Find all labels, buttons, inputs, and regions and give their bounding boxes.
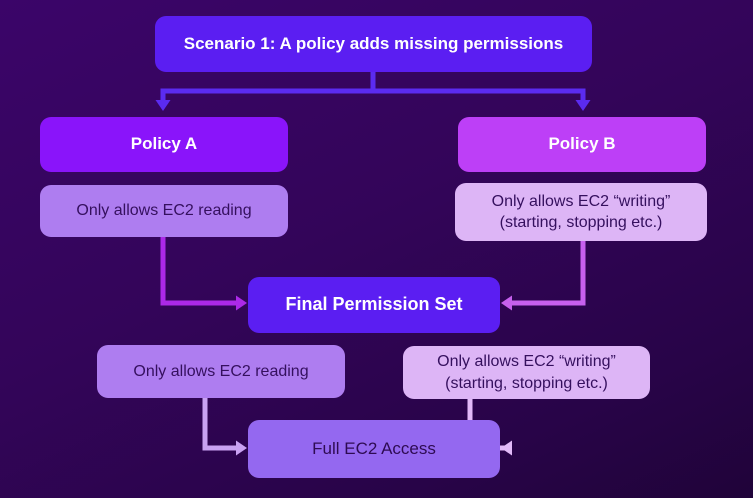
connector-reading-to-full bbox=[202, 398, 247, 456]
arrowhead-mid-right bbox=[501, 295, 512, 311]
connector-policy-a-to-final bbox=[160, 237, 247, 311]
final-reading-description-box: Only allows EC2 reading bbox=[97, 345, 345, 398]
connector-mid-left-path bbox=[160, 237, 237, 306]
policy-a-box: Policy A bbox=[40, 117, 288, 172]
full-ec2-access-box: Full EC2 Access bbox=[248, 420, 500, 478]
final-writing-description-box: Only allows EC2 “writing” (starting, sto… bbox=[403, 346, 650, 399]
connector-title-split bbox=[155, 72, 591, 111]
arrowhead-bottom-right bbox=[501, 440, 512, 456]
policy-b-description-box: Only allows EC2 “writing” (starting, sto… bbox=[455, 183, 707, 241]
final-permission-set-box: Final Permission Set bbox=[248, 277, 500, 333]
policy-b-box: Policy B bbox=[458, 117, 706, 172]
policy-a-description-box: Only allows EC2 reading bbox=[40, 185, 288, 237]
arrowhead-to-policy-b bbox=[575, 100, 591, 111]
connector-policy-b-to-final bbox=[501, 241, 586, 311]
connector-bottom-left-path bbox=[202, 398, 237, 451]
arrowhead-mid-left bbox=[236, 295, 247, 311]
connector-mid-right-path bbox=[511, 241, 586, 306]
scenario-title-box: Scenario 1: A policy adds missing permis… bbox=[155, 16, 592, 72]
arrowhead-bottom-left bbox=[236, 440, 247, 456]
arrowhead-to-policy-a bbox=[155, 100, 171, 111]
